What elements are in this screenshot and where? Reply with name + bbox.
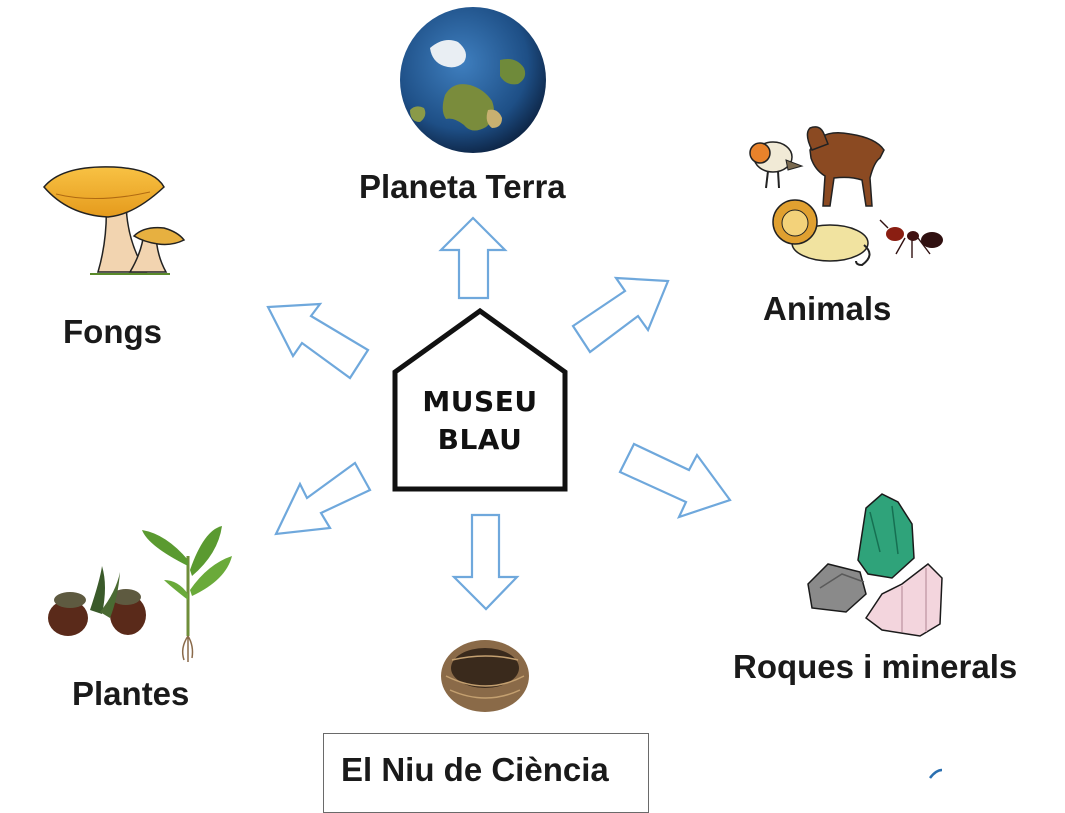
earth-icon	[400, 7, 546, 153]
minerals-icon	[807, 493, 943, 637]
node-label-el-niu-de-ciencia: El Niu de Ciència	[341, 751, 609, 788]
node-label-roques-i-minerals: Roques i minerals	[733, 648, 1018, 685]
plants-icon	[48, 526, 232, 662]
arrow-down	[451, 513, 520, 611]
museum-title-line1: MUSEU	[422, 385, 538, 418]
arrow-up	[438, 216, 508, 300]
node-label-plantes: Plantes	[72, 675, 190, 712]
node-label-planeta-terra: Planeta Terra	[359, 168, 566, 205]
diagram-canvas	[43, 7, 943, 779]
arrow-down-right	[618, 442, 732, 519]
mushroom-icon	[43, 166, 186, 275]
animals-icon	[749, 126, 943, 267]
arrow-up-left	[266, 302, 370, 380]
arrow-down-left	[274, 461, 372, 536]
museum-house	[392, 307, 568, 492]
node-label-animals: Animals	[763, 290, 892, 327]
museum-title-line2: BLAU	[437, 423, 523, 456]
logo-icon	[929, 768, 943, 779]
arrow-up-right	[571, 276, 670, 354]
museum-title: MUSEU BLAU	[395, 383, 565, 459]
nest-icon	[441, 640, 529, 712]
node-label-fongs: Fongs	[63, 313, 162, 350]
